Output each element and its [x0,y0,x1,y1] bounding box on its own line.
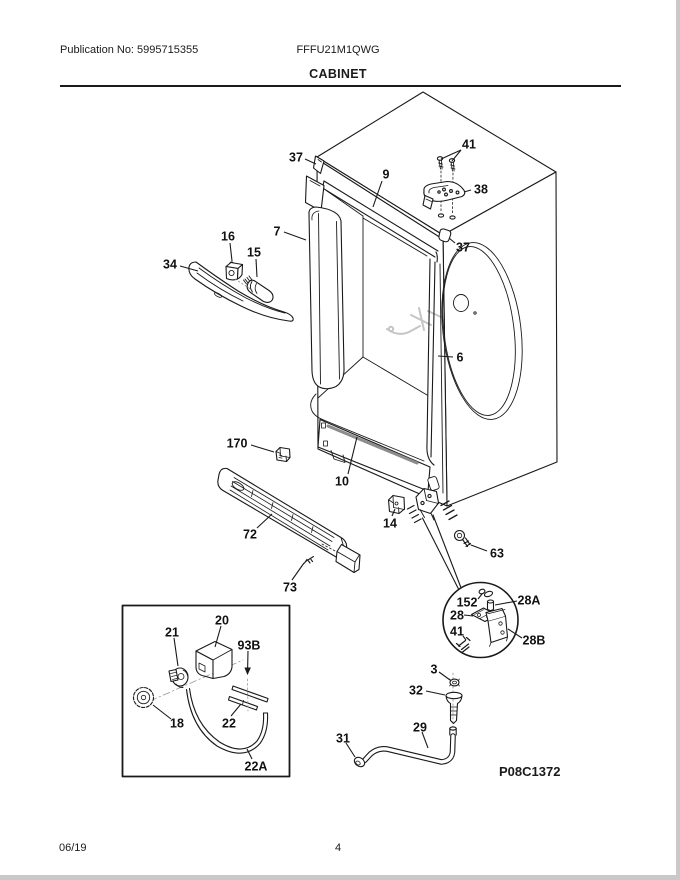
leader-line [214,625,222,648]
callout-layer: 37 41 9 38 37 7 16 15 34 6 170 10 72 14 73 63 152 28A 28 41… [152,138,546,774]
footer-date: 06/19 [59,842,87,854]
leader-line [391,508,396,517]
callout-93b-23: 93B [238,639,261,653]
callout-31-30: 31 [336,732,350,746]
cabinet-body [316,91,558,507]
leader-line [437,355,454,358]
callout-29-29: 29 [413,721,427,735]
leader-line [347,436,358,475]
callout-6-9: 6 [457,351,464,365]
handle-assembly [188,261,294,322]
leader-line [470,544,488,552]
leader-line [179,265,199,272]
callout-9-2: 9 [383,168,390,182]
publication-number: Publication No: 5995715355 [60,44,199,56]
leader-line [494,600,518,606]
callout-72-12: 72 [243,528,257,542]
leader-line [463,614,474,617]
side-panel-oval [441,242,523,420]
callout-15-7: 15 [247,246,261,260]
gasket-pillar [304,175,345,390]
page-title: CABINET [309,67,367,81]
ghost-internal-part [386,307,444,335]
callout-41-1: 41 [462,138,476,152]
leader-line [246,748,253,760]
leader-line [507,628,523,639]
leader-line [451,149,462,162]
bottom-rail [317,418,431,492]
leader-line [372,180,383,208]
callout-21-22: 21 [165,626,179,640]
callout-22-25: 22 [222,717,236,731]
callout-14-13: 14 [383,517,397,531]
callout-37-0: 37 [289,151,303,165]
leader-line [462,635,467,641]
cabinet-interior [310,190,428,462]
callout-32-28: 32 [409,684,423,698]
header-divider [60,85,621,87]
callout-3-27: 3 [431,663,438,677]
callout-28b-20: 28B [523,634,546,648]
leader-line [244,650,251,676]
callout-63-15: 63 [490,547,504,561]
diagram-part-id: P08C1372 [499,764,561,779]
leader-line [152,704,172,720]
callout-170-10: 170 [227,437,248,451]
callout-7-5: 7 [274,225,281,239]
leader-line [345,742,356,758]
callout-10-11: 10 [335,475,349,489]
leader-line [438,671,451,681]
hinge-detail-circle [442,581,519,659]
callout-22a-26: 22A [245,760,268,774]
callout-20-21: 20 [215,614,229,628]
leader-line [250,444,275,453]
leader-line [440,149,462,160]
leader-line [283,231,307,241]
bottom-hinge-hardware [387,476,472,592]
leader-line [291,562,305,581]
leader-line [477,593,483,600]
toe-grille-assembly [217,446,361,574]
callout-41-19: 41 [450,625,464,639]
callout-38-3: 38 [474,183,488,197]
inset-detail-box [121,604,291,778]
footer-page-number: 4 [334,842,342,854]
leader-line [230,703,242,717]
callout-18-24: 18 [170,717,184,731]
leader-line [425,690,446,696]
drain-tube-assembly [353,672,463,768]
leader-line [463,189,472,193]
door-liner-frame [321,180,444,494]
callout-73-14: 73 [283,581,297,595]
leader-line [421,731,429,749]
callout-37-4: 37 [456,241,470,255]
model-number: FFFU21M1QWG [296,44,380,56]
top-hinge-assembly [312,155,466,243]
leader-line [173,637,179,667]
leader-line [304,158,317,165]
callout-28a-17: 28A [518,594,541,608]
callout-28-18: 28 [450,609,464,623]
leader-line [448,237,456,244]
callout-16-6: 16 [221,230,235,244]
callout-152-16: 152 [457,596,478,610]
callout-34-8: 34 [163,258,177,272]
leader-line [229,242,233,262]
leader-line [256,513,273,529]
leader-line [255,258,258,278]
